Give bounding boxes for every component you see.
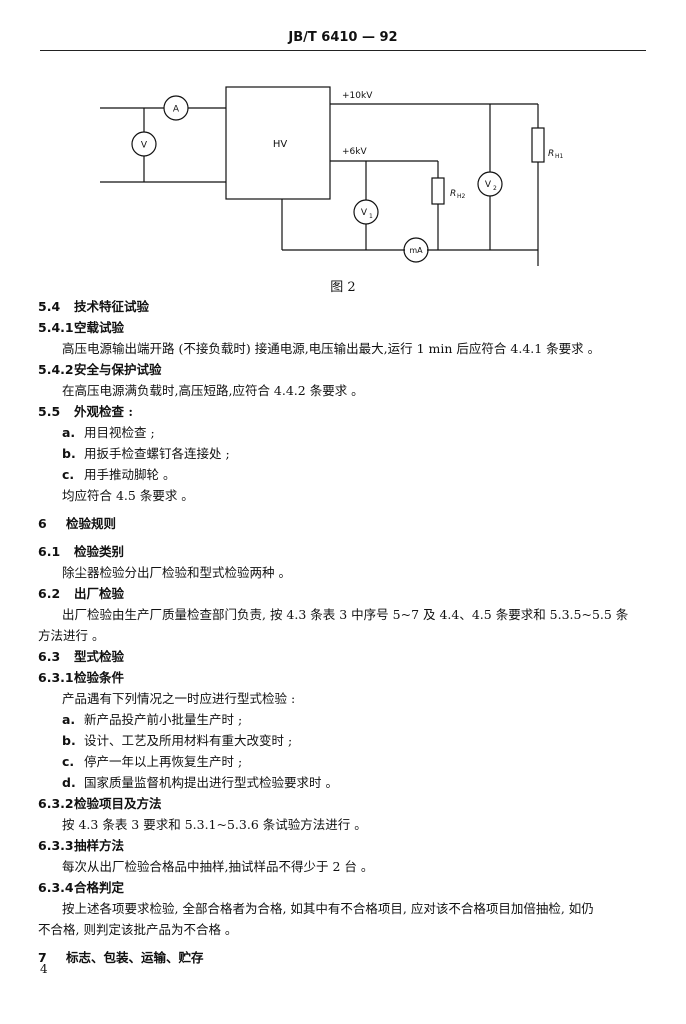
paragraph: 均应符合 4.5 条要求 。 (62, 488, 194, 503)
hv-box (225, 86, 331, 200)
list-item: c.用手推动脚轮 。 (62, 467, 176, 482)
voltmeter-2-sub: 2 (493, 185, 497, 192)
paragraph: 按 4.3 条表 3 要求和 5.3.1~5.3.6 条试验方法进行 。 (62, 817, 367, 832)
section-heading: 6.3.4合格判定 (38, 880, 125, 895)
label-10kv: +10kV (342, 91, 373, 101)
page-header: JB/T 6410 — 92 (288, 30, 398, 45)
voltmeter-in-label: V (141, 141, 148, 151)
paragraph-continuation: 方法进行 。 (38, 628, 105, 643)
circuit-diagram: A V HV +10kV +6kV V 1 V 2 R H1 R H2 mA (100, 86, 564, 266)
list-item: d.国家质量监督机构提出进行型式检验要求时 。 (62, 775, 338, 790)
ammeter-label: A (173, 105, 180, 115)
section-heading: 6.3.2检验项目及方法 (38, 796, 162, 811)
paragraph: 除尘器检验分出厂检验和型式检验两种 。 (62, 565, 291, 580)
paragraph: 产品遇有下列情况之一时应进行型式检验 : (62, 691, 296, 706)
list-item: b.设计、工艺及所用材料有重大改变时 ; (62, 733, 293, 748)
voltmeter-in-circle (131, 131, 157, 157)
list-item: b.用扳手检查螺钉各连接处 ; (62, 446, 230, 461)
paragraph: 在高压电源满负载时,高压短路,应符合 4.4.2 条要求 。 (62, 383, 364, 398)
paragraph: 高压电源输出端开路 (不接负载时) 接通电源,电压输出最大,运行 1 min 后… (62, 341, 601, 356)
milliammeter-circle (403, 237, 429, 263)
voltmeter-1-sub: 1 (369, 213, 373, 220)
section-heading: 5.4.2安全与保护试验 (38, 362, 162, 377)
resistor-2-label: R (450, 189, 456, 199)
resistor-1 (531, 127, 545, 163)
list-item: a.用目视检查 ; (62, 425, 155, 440)
list-item: c.停产一年以上再恢复生产时 ; (62, 754, 243, 769)
paragraph-continuation: 不合格, 则判定该批产品为不合格 。 (38, 922, 238, 937)
header-rule (40, 50, 646, 51)
section-heading: 5.4.1空载试验 (38, 320, 125, 335)
milliammeter-label: mA (409, 246, 423, 255)
paragraph: 每次从出厂检验合格品中抽样,抽试样品不得少于 2 台 。 (62, 859, 374, 874)
hv-label: HV (273, 139, 288, 150)
label-6kv: +6kV (342, 147, 367, 157)
resistor-1-label: R (548, 149, 554, 159)
resistor-2 (431, 177, 445, 205)
voltmeter-1-circle (353, 199, 379, 225)
figure-caption: 图 2 (330, 280, 356, 295)
voltmeter-2-circle (477, 171, 503, 197)
list-item: a.新产品投产前小批量生产时 ; (62, 712, 243, 727)
voltmeter-1-label: V (361, 208, 368, 218)
section-heading: 6.3.3抽样方法 (38, 838, 125, 853)
page-number: 4 (40, 962, 48, 976)
paragraph: 按上述各项要求检验, 全部合格者为合格, 如其中有不合格项目, 应对该不合格项目… (62, 901, 594, 916)
voltmeter-2-label: V (485, 180, 492, 190)
paragraph: 出厂检验由生产厂质量检查部门负责, 按 4.3 条表 3 中序号 5~7 及 4… (62, 607, 629, 622)
resistor-2-sub: H2 (457, 193, 466, 200)
resistor-1-sub: H1 (555, 153, 564, 160)
ammeter-circle (163, 95, 189, 121)
section-heading: 6.3.1检验条件 (38, 670, 125, 685)
